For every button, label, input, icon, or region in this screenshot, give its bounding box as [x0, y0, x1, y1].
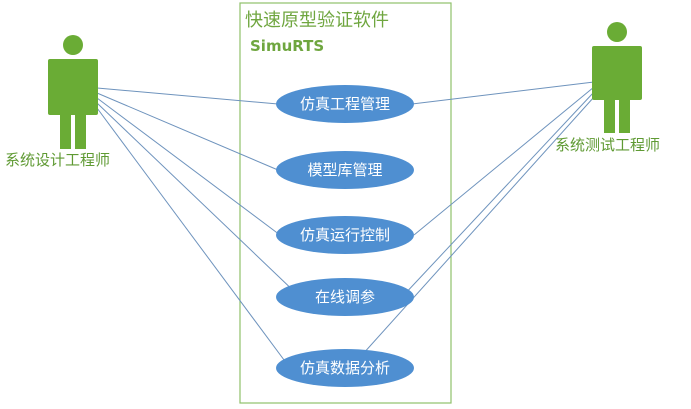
use-case-sim-control[interactable]: 仿真运行控制	[276, 216, 414, 254]
use-case-label: 模型库管理	[307, 161, 382, 179]
actor-tester: 系统测试工程师	[555, 22, 660, 154]
use-case-label: 在线调参	[315, 288, 375, 306]
connector-designer-model-lib	[96, 92, 279, 171]
connector-designer-data-analysis	[96, 107, 291, 369]
actor-designer: 系统设计工程师	[5, 35, 110, 169]
use-case-sim-project[interactable]: 仿真工程管理	[276, 85, 414, 123]
connector-tester-data-analysis	[361, 96, 595, 356]
use-case-label: 仿真数据分析	[300, 359, 390, 377]
use-case-data-analysis[interactable]: 仿真数据分析	[276, 349, 414, 387]
system-boundary	[239, 2, 452, 404]
designer-connectors	[96, 87, 301, 369]
connector-designer-online-tuning	[96, 102, 301, 298]
person-icon	[48, 35, 98, 149]
use-case-online-tuning[interactable]: 在线调参	[276, 278, 414, 316]
person-icon	[592, 22, 642, 133]
connector-designer-sim-project	[96, 87, 279, 105]
connector-tester-online-tuning	[401, 91, 595, 298]
use-case-label: 仿真工程管理	[300, 95, 390, 113]
connector-tester-sim-project	[411, 81, 595, 105]
use-case-label: 仿真运行控制	[300, 226, 390, 244]
connector-designer-sim-control	[96, 97, 281, 236]
actor-designer-label: 系统设计工程师	[5, 151, 110, 169]
connector-tester-sim-control	[413, 86, 595, 236]
actor-tester-label: 系统测试工程师	[555, 136, 660, 154]
tester-connectors	[361, 81, 595, 356]
system-subtitle: SimuRTS	[250, 37, 324, 55]
system-title: 快速原型验证软件	[245, 10, 389, 31]
use-case-model-lib[interactable]: 模型库管理	[276, 151, 414, 189]
